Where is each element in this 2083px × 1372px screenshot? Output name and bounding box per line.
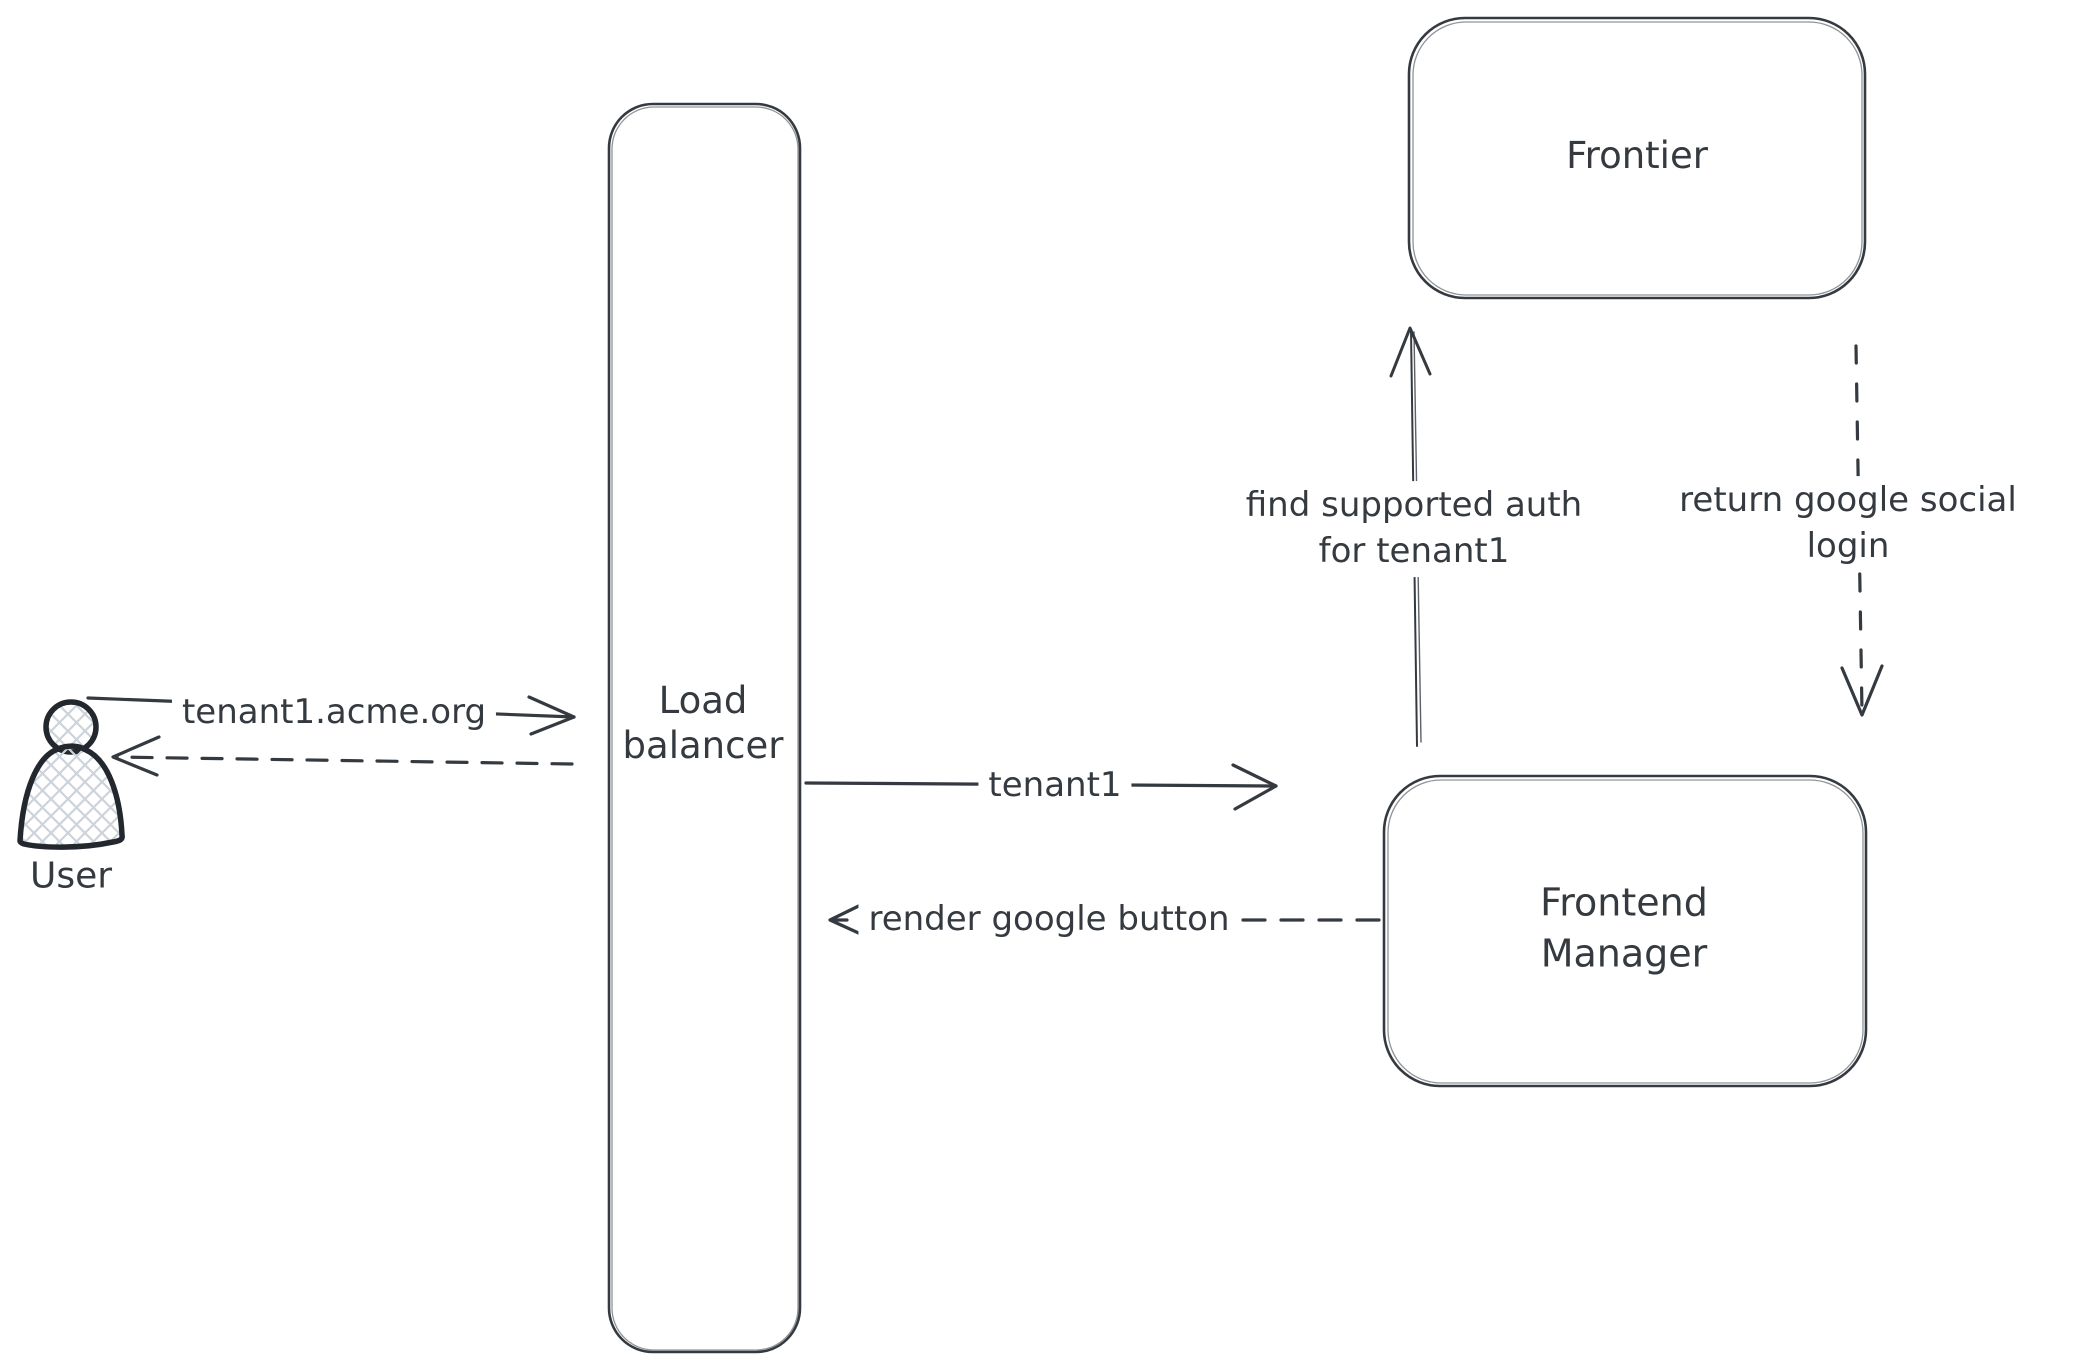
arrow-label-return-google-social-login-line2: login <box>1806 526 1890 566</box>
arrow-label-return-google-social-login: return google social login <box>1669 476 2027 572</box>
frontend-manager-label-line2: Manager <box>1540 932 1708 976</box>
frontier-label: Frontier <box>1566 133 1708 177</box>
arrow-label-find-supported-auth: find supported auth for tenant1 <box>1235 481 1593 577</box>
arrow-lb-to-user <box>111 735 574 777</box>
arrow-frontier-to-fm <box>1840 344 1884 717</box>
frontend-manager-node <box>1382 774 1868 1088</box>
load-balancer-node <box>607 102 802 1354</box>
frontend-manager-label-line1: Frontend <box>1540 880 1708 925</box>
load-balancer-label-line1: Load <box>658 678 748 722</box>
frontier-node <box>1407 16 1867 300</box>
load-balancer-label: Load balancer <box>623 678 784 768</box>
arrow-label-render-google-button: render google button <box>858 895 1240 943</box>
user-label: User <box>29 855 113 897</box>
arrow-label-return-google-social-login-line1: return google social <box>1679 480 2017 521</box>
user-icon <box>17 699 125 850</box>
arrow-label-find-supported-auth-line2: for tenant1 <box>1318 531 1510 571</box>
load-balancer-label-line2: balancer <box>622 724 784 767</box>
frontend-manager-label: Frontend Manager <box>1540 878 1708 981</box>
arrow-label-find-supported-auth-line1: find supported auth <box>1245 485 1583 526</box>
arrow-label-tenant1-acme-org: tenant1.acme.org <box>171 688 497 736</box>
arrow-label-tenant1: tenant1 <box>978 761 1132 809</box>
